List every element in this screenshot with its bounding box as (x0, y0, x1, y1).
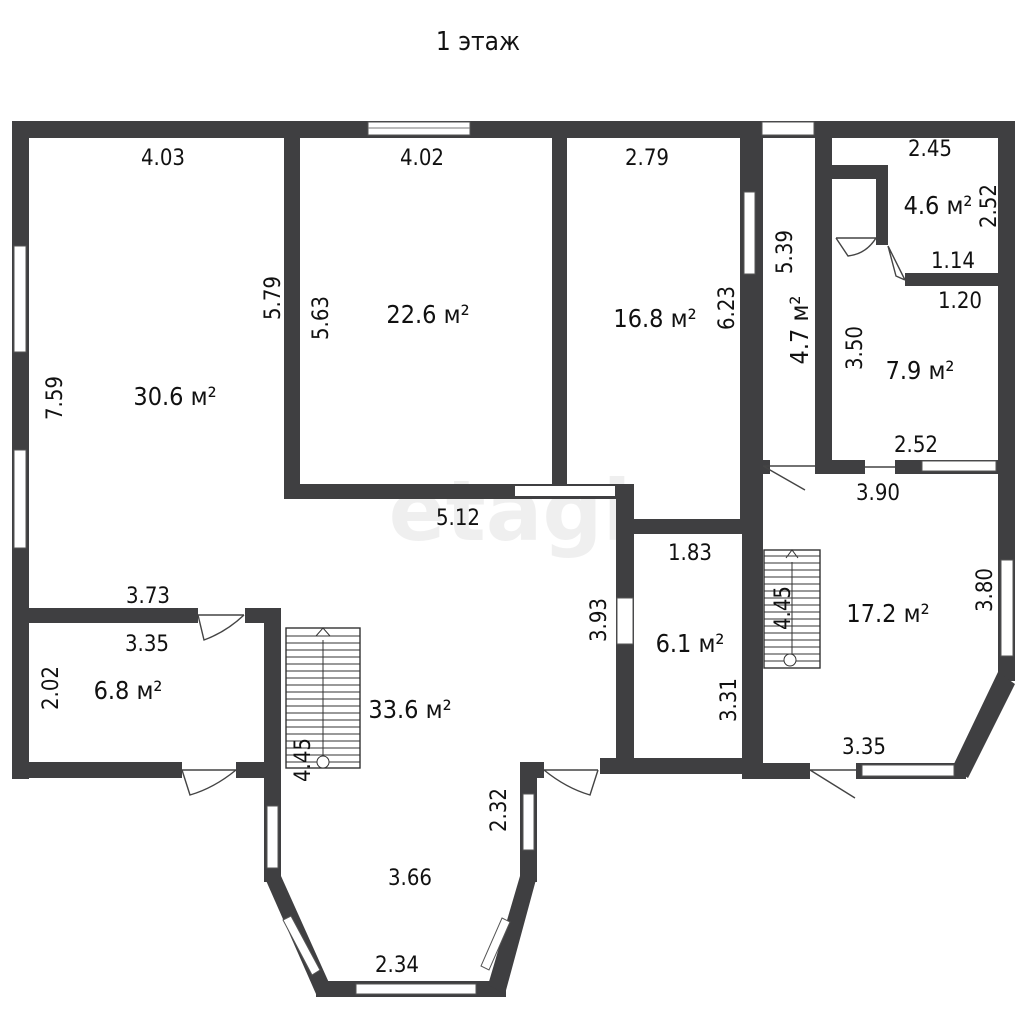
area-corridor: 4.7 м² (785, 296, 814, 365)
dim-label: 2.45 (908, 137, 952, 162)
area-room-7-9: 7.9 м² (886, 356, 955, 385)
dim-label: 3.90 (856, 481, 900, 506)
dim-label: 4.45 (771, 586, 796, 630)
area-room-center: 22.6 м² (386, 300, 469, 329)
dim-label: 3.50 (843, 326, 868, 370)
dim-label: 5.63 (309, 296, 334, 340)
dim-label: 3.80 (973, 568, 998, 612)
area-small-room-top: 4.6 м² (904, 191, 973, 220)
dim-label: 6.23 (715, 286, 740, 330)
area-room-right: 16.8 м² (613, 304, 696, 333)
area-room-17-2: 17.2 м² (846, 599, 929, 628)
stairs-right (763, 549, 821, 669)
dim-label: 1.14 (931, 249, 975, 274)
dim-label: 5.79 (261, 276, 286, 320)
dim-label: 2.52 (977, 184, 1002, 228)
area-hall: 33.6 м² (368, 695, 451, 724)
dim-label: 2.32 (487, 788, 512, 832)
dim-label: 4.45 (291, 738, 316, 782)
dim-label: 4.03 (141, 146, 185, 171)
doors (181, 237, 906, 799)
dim-label: 3.73 (126, 584, 170, 609)
dim-label: 5.12 (436, 506, 480, 531)
dim-label: 2.79 (625, 146, 669, 171)
dim-label: 7.59 (43, 376, 68, 420)
floor-title: 1 этаж (436, 27, 520, 57)
dim-label: 2.52 (894, 433, 938, 458)
dim-label: 5.39 (773, 230, 798, 274)
dim-label: 2.02 (39, 666, 64, 710)
dim-label: 3.66 (388, 866, 432, 891)
dim-label: 3.93 (587, 598, 612, 642)
dim-label: 4.02 (400, 146, 444, 171)
dim-label: 3.31 (717, 678, 742, 722)
area-room-6-1: 6.1 м² (656, 629, 725, 658)
stairs-left (285, 627, 361, 769)
watermark: etagi (389, 462, 632, 560)
windows (13, 121, 1014, 995)
dim-label: 3.35 (125, 632, 169, 657)
dim-label: 3.35 (842, 735, 886, 760)
area-living-room: 30.6 м² (133, 382, 216, 411)
dim-label: 2.34 (375, 953, 419, 978)
dim-label: 1.20 (938, 289, 982, 314)
dim-label: 1.83 (668, 541, 712, 566)
area-small-room-left: 6.8 м² (94, 676, 163, 705)
